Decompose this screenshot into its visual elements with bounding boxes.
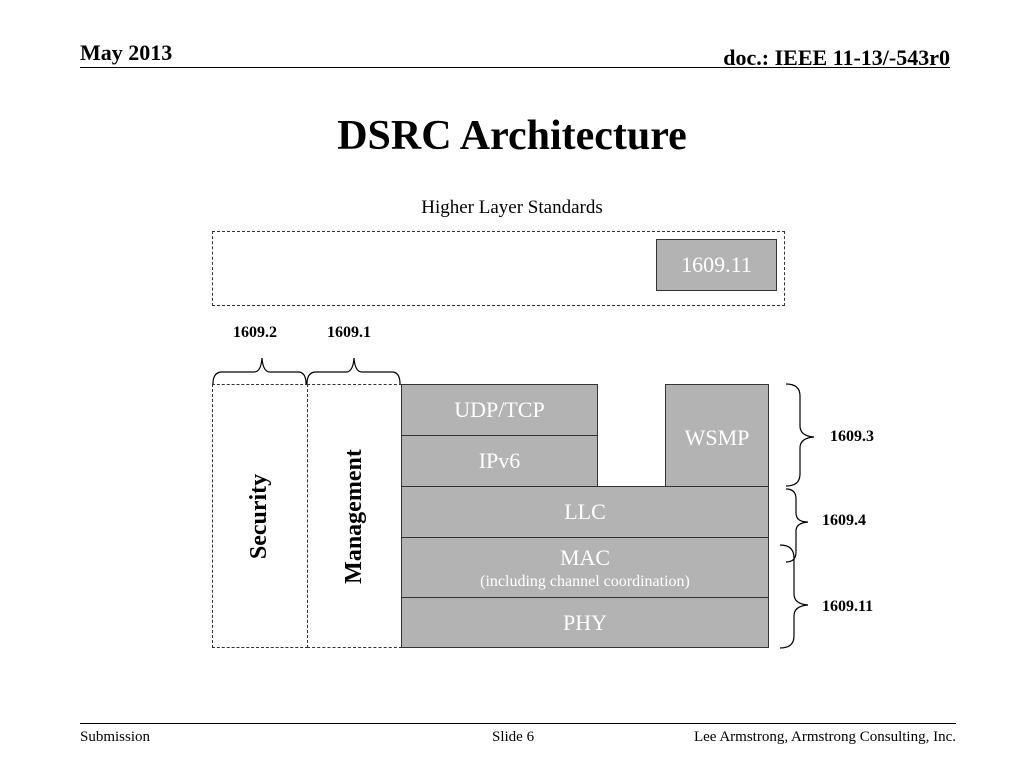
- management-label-wrap: Management: [307, 384, 402, 648]
- brace-security: [212, 357, 307, 385]
- bracket-label-1609-1: 1609.1: [327, 324, 371, 341]
- header-date: May 2013: [80, 40, 173, 65]
- management-label: Management: [341, 448, 368, 584]
- mac-sublabel: (including channel coordination): [480, 572, 690, 590]
- header-divider: [80, 67, 950, 68]
- mac-label: MAC: [559, 544, 611, 570]
- higher-layer-box: [212, 231, 785, 306]
- llc-label: LLC: [564, 499, 606, 524]
- footer-author: Lee Armstrong, Armstrong Consulting, Inc…: [693, 729, 956, 745]
- bracket-label-1609-11: 1609.11: [822, 598, 874, 615]
- ipv6-box: IPv6: [401, 435, 598, 487]
- header-doc-id: doc.: IEEE 11-13/-543r0: [723, 45, 950, 70]
- brace-1609-4: [785, 488, 809, 563]
- wsmp-label: WSMP: [684, 425, 750, 450]
- wsmp-box: WSMP: [665, 384, 769, 487]
- security-label-wrap: Security: [212, 384, 308, 648]
- phy-label: PHY: [562, 609, 607, 635]
- ipv6-label: IPv6: [478, 448, 521, 473]
- mac-box: MAC (including channel coordination): [401, 537, 769, 598]
- brace-1609-11: [779, 544, 809, 649]
- llc-box: LLC: [401, 486, 769, 538]
- udp-tcp-label: UDP/TCP: [454, 397, 545, 422]
- footer-slide-number: Slide 6: [492, 729, 535, 745]
- footer-divider: [80, 723, 956, 724]
- slide-title: DSRC Architecture: [337, 113, 687, 159]
- security-label: Security: [246, 473, 273, 559]
- bracket-label-1609-2: 1609.2: [233, 324, 277, 341]
- top-1609-11-label: 1609.11: [681, 252, 752, 277]
- phy-box: PHY: [401, 597, 769, 648]
- footer-submission: Submission: [80, 729, 151, 745]
- brace-management: [306, 357, 401, 385]
- top-1609-11-box: 1609.11: [656, 239, 777, 291]
- higher-layer-label: Higher Layer Standards: [421, 197, 603, 218]
- brace-1609-3: [785, 383, 815, 487]
- bracket-label-1609-4: 1609.4: [822, 512, 866, 529]
- bracket-label-1609-3: 1609.3: [830, 428, 874, 445]
- udp-tcp-box: UDP/TCP: [401, 384, 598, 436]
